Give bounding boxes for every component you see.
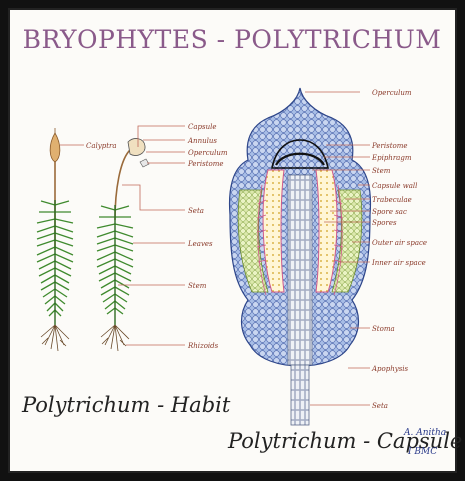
label-apophysis: Apophysis [371,365,409,373]
diagram-title: BRYOPHYTES - POLYTRICHUM [23,25,442,54]
label-capsule-peristome: Peristome [371,142,408,150]
label-capsule-wall: Capsule wall [372,182,417,190]
capsule-section [230,88,371,425]
label-epiphragm: Epiphragm [371,154,412,162]
label-spores: Spores [372,219,397,227]
signature-name: A. Anitha [403,428,446,438]
label-inner-air-space: Inner air space [371,259,426,267]
label-spore-sac: Spore sac [372,208,407,216]
label-habit-seta: Seta [188,207,204,215]
habit-plant-right [97,139,149,351]
label-habit-operculum: Operculum [188,149,228,157]
label-habit-stem: Stem [188,282,207,290]
label-outer-air-space: Outer air space [372,239,427,247]
label-trabeculae: Trabeculae [372,196,412,204]
label-leaves: Leaves [187,240,213,248]
label-calyptra: Calyptra [86,142,117,150]
signature-class: I BMC [407,447,437,457]
label-capsule-seta: Seta [372,402,388,410]
habit-plant-left [37,128,73,351]
label-stoma: Stoma [372,325,395,333]
caption-habit: Polytrichum - Habit [21,393,231,417]
label-habit-peristome: Peristome [187,160,224,168]
label-capsule-stem: Stem [372,167,391,175]
habit-leader-lines [60,126,185,345]
label-habit-capsule: Capsule [188,123,217,131]
label-capsule-operculum: Operculum [372,89,412,97]
label-annulus: Annulus [187,137,217,145]
label-rhizoids: Rhizoids [187,342,219,350]
